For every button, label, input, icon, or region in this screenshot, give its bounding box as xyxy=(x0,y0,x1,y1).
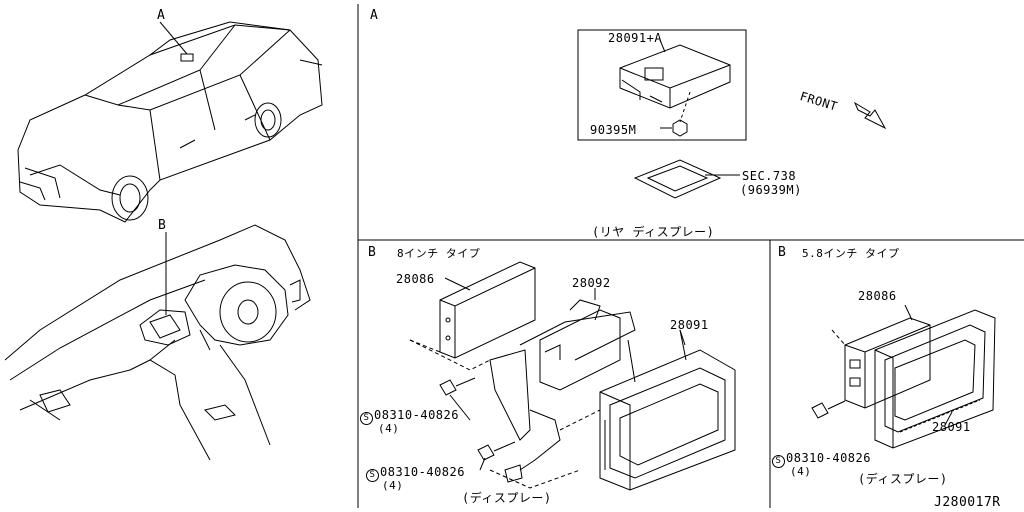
diagram-code: J280017R xyxy=(934,495,1001,510)
section-b8-title: 8インチ タイプ xyxy=(397,247,481,260)
part-96939m: (96939M) xyxy=(740,183,802,197)
leader-lines xyxy=(444,127,686,471)
part-28091-a: 28091+A xyxy=(608,31,663,45)
section-a-caption: (リヤ ディスプレー) xyxy=(592,225,715,239)
section-a-artwork xyxy=(577,29,887,199)
car-illustration xyxy=(17,21,323,223)
b8-bolt-2-number: 08310-40826 xyxy=(380,465,465,479)
b8-part-28092: 28092 xyxy=(572,276,611,290)
section-b8-artwork xyxy=(409,261,736,491)
b8-bolt-1-qty: (4) xyxy=(378,422,400,435)
section-a-marker: A xyxy=(370,8,379,23)
b58-part-28091: 28091 xyxy=(932,420,971,434)
section-b58-title: 5.8インチ タイプ xyxy=(802,247,900,260)
dashboard-illustration xyxy=(4,224,311,461)
section-b58-marker: B xyxy=(778,245,787,260)
b58-bolt-number: 08310-40826 xyxy=(786,451,871,465)
section-b58-artwork xyxy=(811,304,996,449)
dash-callout-b: B xyxy=(158,218,167,233)
part-90395m: 90395M xyxy=(590,123,637,137)
section-b8-marker: B xyxy=(368,245,377,260)
b58-bolt-qty: (4) xyxy=(790,465,812,478)
s-symbol-icon: S xyxy=(772,455,785,468)
car-callout-a: A xyxy=(157,8,166,23)
b58-part-28086: 28086 xyxy=(858,289,897,303)
sec-738-label: SEC.738 xyxy=(742,169,797,183)
section-b58-caption: (ディスプレー) xyxy=(858,472,948,486)
b8-part-28091: 28091 xyxy=(670,318,709,332)
b8-part-28086: 28086 xyxy=(396,272,435,286)
s-symbol-icon: S xyxy=(360,412,373,425)
section-b8-caption: (ディスプレー) xyxy=(462,491,552,505)
b8-bolt-1-number: 08310-40826 xyxy=(374,408,459,422)
b8-bolt-2-qty: (4) xyxy=(382,479,404,492)
s-symbol-icon: S xyxy=(366,469,379,482)
